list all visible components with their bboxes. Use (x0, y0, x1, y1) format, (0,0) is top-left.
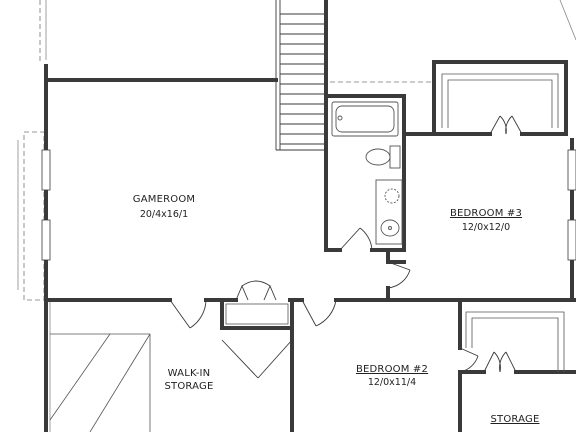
windows (41, 149, 576, 261)
bedroom2-dimensions: 12/0x11/4 (368, 377, 416, 388)
bedroom3-dimensions: 12/0x12/0 (462, 222, 510, 233)
doors (169, 115, 523, 379)
bathtub-icon (331, 101, 399, 137)
stairs (275, 0, 326, 151)
gameroom-label: GAMEROOM (133, 194, 195, 205)
toilet-tank-icon (389, 145, 401, 169)
walkin-storage-label-line1: WALK-IN (168, 368, 211, 379)
roof-slopes (49, 333, 151, 432)
walkin-storage-label-line2: STORAGE (164, 381, 213, 392)
toilet-bowl-icon (365, 148, 391, 166)
closet-shelves (225, 73, 565, 372)
bathroom-fixtures (331, 101, 403, 245)
sink-icon (380, 219, 400, 237)
bedroom3-label: BEDROOM #3 (450, 208, 522, 219)
dashed-outlines (23, 0, 432, 301)
thin-outlines (17, 0, 576, 432)
gameroom-dimensions: 20/4x16/1 (140, 209, 188, 220)
vanity-counter-icon (375, 179, 403, 245)
bedroom2-label: BEDROOM #2 (356, 364, 428, 375)
storage-label: STORAGE (490, 414, 539, 425)
towel-ring-icon (384, 188, 400, 204)
